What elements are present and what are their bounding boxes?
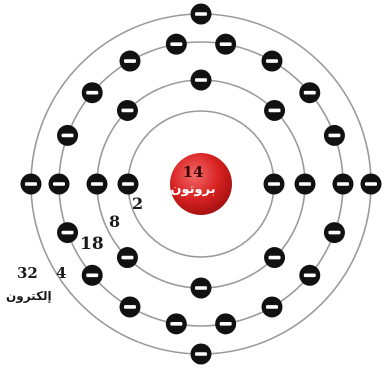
electron-shell-3-2 [323, 124, 345, 146]
minus-sign-icon [124, 59, 136, 63]
shell-3-electron-count: 18 [80, 234, 104, 254]
minus-sign-icon [91, 182, 103, 186]
electrons [20, 3, 382, 365]
electron-shell-3-6 [165, 33, 187, 55]
minus-sign-icon [195, 12, 207, 16]
minus-sign-icon [121, 108, 134, 113]
electron-shell-3-7 [119, 50, 141, 72]
minus-sign-icon [328, 133, 341, 138]
minus-sign-icon [170, 42, 183, 46]
total-electron-count: 32 [17, 264, 38, 282]
minus-sign-icon [328, 230, 341, 235]
minus-sign-icon [61, 133, 74, 138]
electron-shell-2-3 [190, 69, 212, 91]
electron-label: إلكترون [6, 289, 52, 303]
minus-sign-icon [268, 108, 281, 113]
minus-sign-icon [268, 255, 281, 260]
minus-sign-icon [195, 352, 207, 356]
electron-shell-4-1 [190, 3, 212, 25]
minus-sign-icon [219, 322, 232, 326]
minus-sign-icon [303, 90, 316, 95]
minus-sign-icon [124, 305, 136, 309]
shell-2-electron-count: 8 [109, 212, 121, 231]
minus-sign-icon [299, 182, 311, 186]
electron-shell-4-2 [20, 173, 42, 195]
electron-shell-3-9 [57, 124, 79, 146]
electron-shell-2-5 [86, 173, 108, 195]
electron-shell-3-15 [215, 313, 237, 335]
minus-sign-icon [121, 255, 134, 260]
electron-shell-3-16 [261, 296, 283, 318]
minus-sign-icon [303, 273, 316, 278]
electron-shell-3-1 [332, 173, 354, 195]
electron-shell-1-1 [263, 173, 285, 195]
electron-shell-3-18 [323, 222, 345, 244]
electron-shell-2-6 [116, 247, 138, 269]
electron-shell-2-7 [190, 277, 212, 299]
nucleus-proton-count: 14 [182, 163, 204, 181]
minus-sign-icon [365, 182, 377, 186]
electron-shell-2-2 [264, 99, 286, 121]
minus-sign-icon [86, 90, 99, 95]
electron-shell-3-12 [81, 264, 103, 286]
shell-4-electron-count: 4 [56, 264, 67, 282]
minus-sign-icon [122, 182, 134, 186]
electron-shell-3-13 [119, 296, 141, 318]
electron-shell-1-2 [117, 173, 139, 195]
electron-shell-3-10 [48, 173, 70, 195]
shell-1-electron-count: 2 [132, 194, 144, 213]
minus-sign-icon [86, 273, 99, 278]
minus-sign-icon [195, 286, 207, 290]
electron-shell-4-4 [360, 173, 382, 195]
minus-sign-icon [219, 42, 232, 46]
minus-sign-icon [266, 305, 278, 309]
electron-shell-3-3 [299, 82, 321, 104]
electron-shell-2-1 [294, 173, 316, 195]
electron-shell-4-3 [190, 343, 212, 365]
minus-sign-icon [337, 182, 349, 186]
minus-sign-icon [266, 59, 278, 63]
minus-sign-icon [268, 182, 280, 186]
minus-sign-icon [195, 78, 207, 82]
minus-sign-icon [25, 182, 37, 186]
electron-shell-3-4 [261, 50, 283, 72]
electron-shell-3-11 [57, 222, 79, 244]
electron-shell-3-17 [299, 264, 321, 286]
minus-sign-icon [61, 230, 74, 235]
electron-shell-3-5 [215, 33, 237, 55]
electron-shell-2-4 [116, 99, 138, 121]
electron-shell-3-8 [81, 82, 103, 104]
minus-sign-icon [170, 322, 183, 326]
electron-shell-3-14 [165, 313, 187, 335]
electron-shell-2-8 [264, 247, 286, 269]
minus-sign-icon [53, 182, 65, 186]
nucleus [170, 153, 232, 215]
nucleus-proton-label: بروتون [170, 182, 216, 197]
